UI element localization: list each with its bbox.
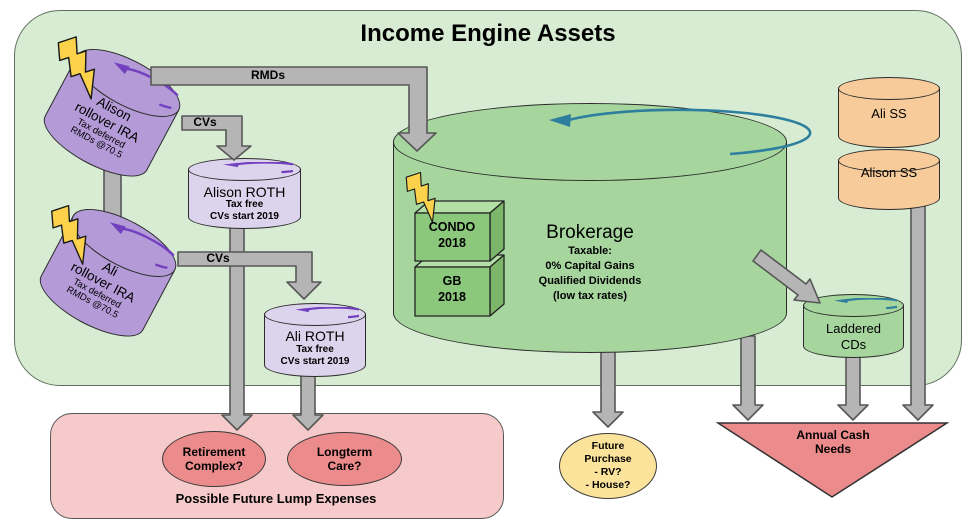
longterm-care-label-2: Care? [327, 459, 362, 473]
ali-ss-label: Ali SS [871, 106, 907, 121]
gb-label: GB [442, 274, 462, 288]
annual-cash-needs-label: Annual Cash Needs [796, 428, 870, 456]
brokerage-sub-1: Taxable: [568, 245, 612, 257]
future-purchase-label-3: - RV? [594, 466, 622, 478]
alison-roth-label: Alison ROTH [203, 184, 286, 200]
future-purchase-ellipse: Future Purchase - RV? - House? [559, 433, 657, 499]
retirement-complex-label-2: Complex? [184, 459, 243, 473]
brokerage-label: Brokerage [546, 222, 634, 243]
longterm-care-ellipse: Longterm Care? [287, 432, 402, 486]
lump-expenses-caption: Possible Future Lump Expenses [175, 491, 377, 506]
cycle-arrow-icon [295, 307, 359, 323]
gb-year-label: 2018 [438, 290, 466, 304]
future-purchase-label-1: Future [591, 439, 625, 452]
cycle-arrow-icon [222, 162, 294, 178]
retirement-complex-label-1: Retirement [182, 444, 246, 459]
cycle-arrow-icon [834, 298, 897, 314]
alison-roth-sub-1: Tax free [225, 199, 264, 210]
alison-ss-label: Alison SS [860, 165, 918, 180]
ali-roth-label: Ali ROTH [285, 328, 345, 344]
laddered-cds-label-1: Laddered [826, 321, 881, 336]
brokerage-sub-4: (low tax rates) [553, 290, 627, 302]
retirement-complex-ellipse: Retirement Complex? [162, 431, 266, 487]
brokerage-sub-3: Qualified Dividends [538, 275, 642, 287]
lump-expenses-box [50, 413, 504, 519]
condo-year-label: 2018 [438, 236, 466, 250]
future-purchase-label-2: Purchase [584, 452, 632, 465]
rmds-label: RMDs [250, 68, 285, 82]
alison-roth-sub-2: CVs start 2019 [210, 211, 279, 222]
longterm-care-label-1: Longterm [316, 444, 373, 459]
brokerage-sub-2: 0% Capital Gains [545, 260, 635, 272]
ali-roth-sub-2: CVs start 2019 [280, 356, 350, 367]
future-purchase-label-4: - House? [585, 479, 631, 492]
cvs-top-label: CVs [193, 115, 217, 129]
page-title: Income Engine Assets [360, 20, 616, 47]
condo-label: CONDO [428, 220, 476, 234]
laddered-cds-label-2: CDs [840, 337, 867, 352]
ali-roth-sub-1: Tax free [296, 344, 334, 355]
cvs-bottom-label: CVs [206, 251, 230, 265]
